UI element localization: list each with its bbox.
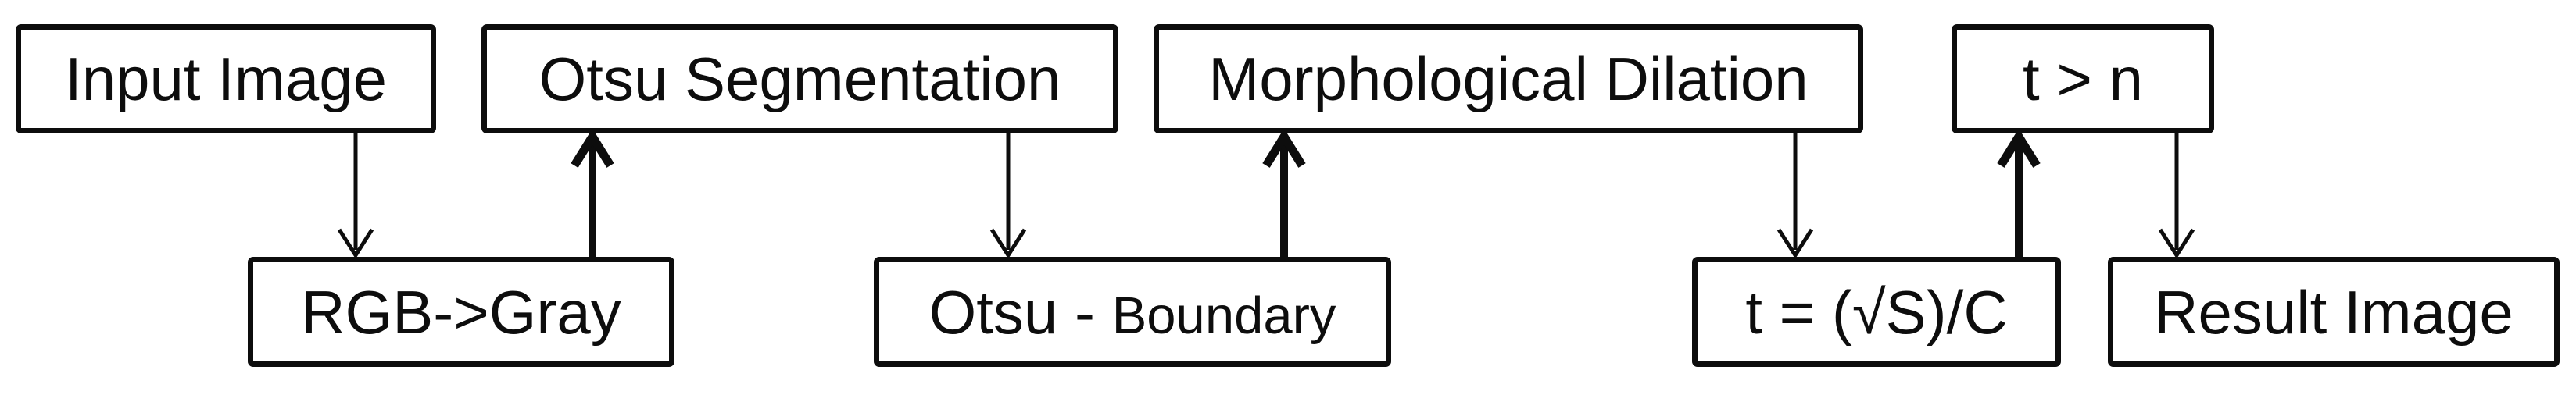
arrowhead-up-icon	[1262, 128, 1306, 168]
node-otsu-segmentation: Otsu Segmentation	[481, 24, 1118, 133]
arrow-otsu-boundary-to-morphological-dilation	[1262, 128, 1306, 260]
node-otsu-boundary-label-secondary: Boundary	[1111, 286, 1336, 345]
arrowhead-down-icon	[337, 228, 374, 259]
node-rgb-to-gray: RGB->Gray	[248, 257, 674, 367]
node-input-image-label: Input Image	[65, 44, 387, 113]
arrowhead-down-icon	[2158, 228, 2195, 259]
node-rgb-to-gray-label: RGB->Gray	[301, 277, 621, 347]
arrow-t-formula-to-t-condition	[1997, 128, 2041, 260]
node-morphological-dilation: Morphological Dilation	[1154, 24, 1863, 133]
node-result-image-label: Result Image	[2154, 277, 2513, 347]
node-morphological-dilation-label: Morphological Dilation	[1208, 44, 1809, 113]
arrowhead-up-icon	[1997, 128, 2041, 168]
arrow-rgb-gray-to-otsu-segmentation	[571, 128, 614, 260]
arrow-input-image-to-rgb-gray	[337, 133, 374, 259]
arrow-t-condition-to-result-image	[2158, 133, 2195, 259]
node-t-formula: t = (√S)/C	[1692, 257, 2061, 367]
node-otsu-boundary-label: Otsu - Boundary	[929, 282, 1336, 343]
arrowhead-down-icon	[989, 228, 1027, 259]
arrow-otsu-segmentation-to-otsu-boundary	[989, 133, 1027, 259]
arrowhead-up-icon	[571, 128, 614, 168]
node-input-image: Input Image	[16, 24, 436, 133]
node-otsu-boundary: Otsu - Boundary	[874, 257, 1391, 367]
arrowhead-down-icon	[1776, 228, 1814, 259]
arrow-morphological-dilation-to-t-formula	[1776, 133, 1814, 259]
node-otsu-boundary-label-main: Otsu -	[928, 277, 1112, 347]
node-t-condition-label: t > n	[2023, 44, 2143, 113]
node-t-formula-label: t = (√S)/C	[1745, 277, 2008, 347]
node-result-image: Result Image	[2108, 257, 2560, 367]
node-otsu-segmentation-label: Otsu Segmentation	[538, 44, 1061, 113]
node-t-condition: t > n	[1952, 24, 2214, 133]
